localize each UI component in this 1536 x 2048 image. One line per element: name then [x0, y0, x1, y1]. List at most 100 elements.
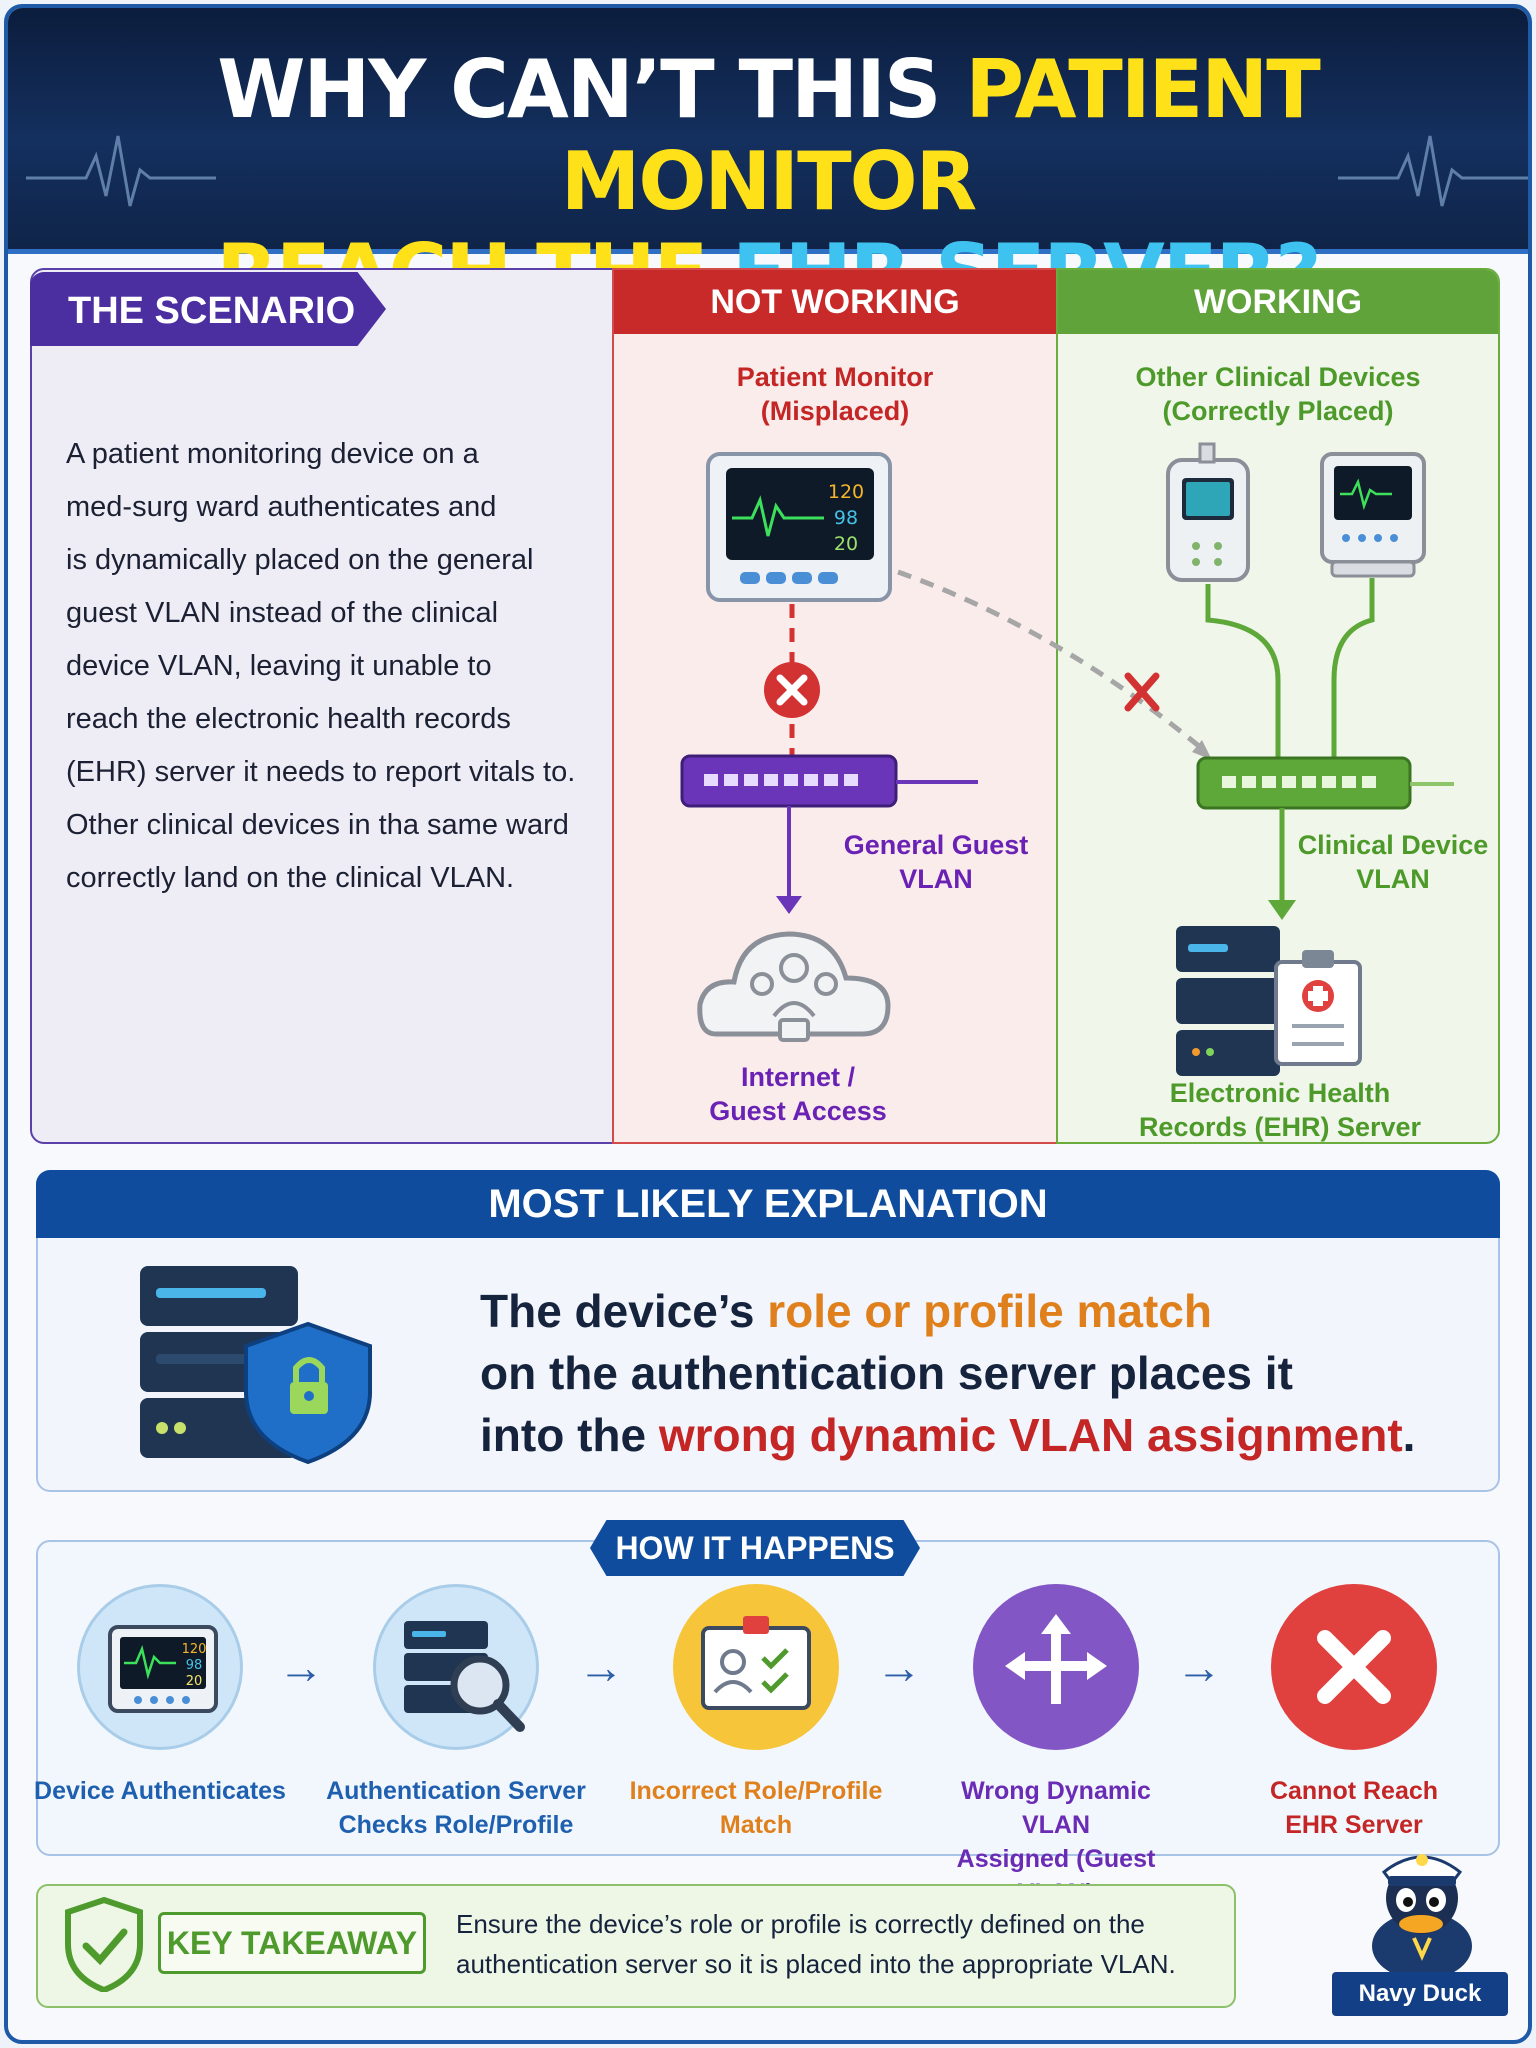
blocked-x-icon	[764, 662, 820, 718]
guest-to-internet-arrowhead	[776, 896, 802, 914]
clinical-devices-label: Other Clinical Devices (Correctly Placed…	[1056, 360, 1500, 428]
routing-arrows-icon	[1005, 1614, 1107, 1704]
scenario-line: device VLAN, leaving it unable to	[66, 650, 492, 682]
clinical-vlan-label: Clinical Device VLAN	[1286, 828, 1500, 896]
caption-line: Cannot Reach	[1269, 1777, 1439, 1805]
explanation-highlight: role or profile match	[767, 1285, 1212, 1337]
not-working-header: NOT WORKING	[614, 270, 1056, 334]
step-caption: Cannot Reach EHR Server	[1224, 1774, 1484, 1842]
title-part: WHY CAN’T THIS	[217, 43, 966, 136]
scenario-line: Other clinical devices in tha same ward	[66, 809, 569, 841]
scenario-panel	[30, 268, 620, 1144]
close-icon	[1317, 1630, 1391, 1704]
clinical-to-ehr-arrowhead	[1268, 900, 1296, 920]
step-icon-circle: 120 98 20	[77, 1584, 243, 1750]
badge-checklist-icon	[701, 1616, 811, 1710]
caption-line: Authentication Server	[326, 1777, 586, 1805]
label-line: VLAN	[899, 864, 973, 894]
how-it-happens-tab: HOW IT HAPPENS	[590, 1520, 920, 1576]
step-icon-circle	[1271, 1584, 1437, 1750]
monitor-value: 120	[182, 1642, 207, 1657]
step-cannot-reach: Cannot Reach EHR Server	[1224, 1584, 1484, 1842]
pump-link	[1205, 584, 1281, 758]
step-caption: Wrong Dynamic VLAN Assigned (Guest VLAN)	[926, 1774, 1186, 1910]
step-icon-circle	[673, 1584, 839, 1750]
clinical-switch-icon	[1196, 756, 1412, 810]
step-server-checks: Authentication Server Checks Role/Profil…	[326, 1584, 586, 1842]
monitor-value: 98	[834, 507, 858, 529]
step-caption: Incorrect Role/Profile Match	[626, 1774, 886, 1842]
internet-access-label: Internet / Guest Access	[680, 1060, 916, 1128]
guest-switch-icon	[680, 754, 898, 808]
step-icon-circle	[973, 1584, 1139, 1750]
label-line: General Guest	[843, 830, 1029, 860]
monitor-value: 98	[186, 1658, 203, 1673]
caption-line: Match	[719, 1811, 793, 1839]
scenario-line: correctly land on the clinical VLAN.	[66, 862, 515, 894]
label-line: Records (EHR) Server	[1138, 1112, 1422, 1142]
explanation-part: .	[1402, 1409, 1416, 1461]
network-diagram: 120 98 20	[680, 442, 1454, 1076]
step-caption: Device Authenticates	[30, 1774, 290, 1808]
explanation-part: on the authentication server places it	[480, 1347, 1293, 1399]
server-magnifier-icon	[404, 1621, 525, 1732]
key-takeaway-label: KEY TAKEAWAY	[158, 1912, 426, 1974]
shield-check-icon	[65, 1896, 143, 1992]
step-icon-circle	[373, 1584, 539, 1750]
caption-line: Incorrect Role/Profile	[629, 1777, 883, 1805]
scenario-line: med-surg ward authenticates and	[66, 491, 497, 523]
ehr-server-label: Electronic Health Records (EHR) Server	[1110, 1076, 1450, 1144]
scenario-text: A patient monitoring device on a med-sur…	[66, 428, 606, 905]
infusion-pump-icon	[1166, 442, 1250, 582]
patient-monitor-icon: 120 98 20	[108, 1625, 218, 1713]
step-arrow-icon: →	[278, 1641, 324, 1693]
ekg-line-right-icon	[1338, 135, 1528, 207]
internet-cloud-icon	[697, 931, 891, 1042]
denied-path-arrowhead	[1192, 740, 1212, 760]
denied-path	[897, 569, 1208, 754]
scenario-line: guest VLAN instead of the clinical	[66, 597, 499, 629]
step-caption: Authentication Server Checks Role/Profil…	[326, 1774, 586, 1842]
navy-duck-label: Navy Duck	[1332, 1972, 1508, 2016]
step-wrong-vlan: Wrong Dynamic VLAN Assigned (Guest VLAN)	[926, 1584, 1186, 1910]
scenario-line: A patient monitoring device on a	[66, 438, 479, 470]
step-arrow-icon: →	[578, 1641, 624, 1693]
label-line: (Misplaced)	[760, 396, 910, 426]
monitor-link	[1331, 578, 1375, 758]
scenario-line: reach the electronic health records	[66, 703, 511, 735]
takeaway-line: Ensure the device’s role or profile is c…	[456, 1909, 1145, 1939]
monitor-value: 120	[828, 481, 864, 503]
explanation-part: into the	[480, 1409, 659, 1461]
caption-line: EHR Server	[1285, 1811, 1423, 1839]
scenario-line: (EHR) server it needs to report vitals t…	[66, 756, 576, 788]
caption-line: Wrong Dynamic VLAN	[961, 1777, 1151, 1839]
label-line: Clinical Device	[1297, 830, 1489, 860]
step-device-authenticates: 120 98 20 Device Authenticates	[30, 1584, 290, 1808]
takeaway-line: authentication server so it is placed in…	[456, 1949, 1176, 1979]
label-line: VLAN	[1356, 864, 1430, 894]
title-part: PATIENT MONITOR	[560, 43, 1321, 228]
guest-vlan-label: General Guest VLAN	[836, 828, 1036, 896]
explanation-header: MOST LIKELY EXPLANATION	[36, 1170, 1500, 1238]
working-header: WORKING	[1058, 270, 1498, 334]
caption-line: Checks Role/Profile	[338, 1811, 574, 1839]
navy-duck-mascot-icon	[1372, 1854, 1472, 1978]
caption-line: Device Authenticates	[34, 1777, 286, 1805]
scenario-tab: THE SCENARIO	[30, 272, 386, 346]
explanation-part: The device’s	[480, 1285, 768, 1337]
bedside-monitor-icon	[1320, 452, 1426, 578]
patient-monitor-icon	[706, 452, 892, 602]
server-shield-icon	[140, 1266, 372, 1464]
step-incorrect-match: Incorrect Role/Profile Match	[626, 1584, 886, 1842]
explanation-highlight: wrong dynamic VLAN assignment	[658, 1409, 1403, 1461]
monitor-value: 20	[186, 1674, 203, 1689]
step-arrow-icon: →	[876, 1641, 922, 1693]
monitor-value: 20	[834, 533, 858, 555]
label-line: Internet /	[740, 1062, 855, 1092]
label-line: (Correctly Placed)	[1162, 396, 1394, 426]
label-line: Patient Monitor	[736, 362, 934, 392]
label-line: Electronic Health	[1169, 1078, 1391, 1108]
label-line: Other Clinical Devices	[1135, 362, 1421, 392]
key-takeaway-text: Ensure the device’s role or profile is c…	[456, 1904, 1216, 1984]
denied-x-icon	[1124, 672, 1160, 712]
